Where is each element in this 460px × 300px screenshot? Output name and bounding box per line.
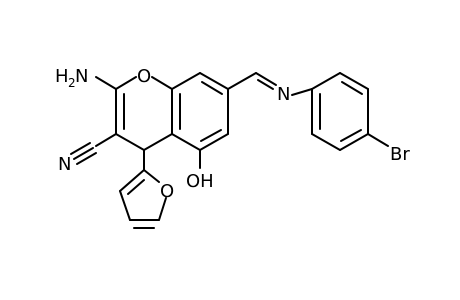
bond-fc2-fo — [143, 169, 160, 183]
bond-n-aryl — [291, 88, 313, 96]
bond-o1-c8a — [151, 76, 173, 90]
triple-bond-b — [70, 142, 91, 155]
bromine-label: Br — [390, 144, 410, 165]
bond-p4-p5-double — [340, 129, 362, 142]
nitrile-group — [70, 133, 117, 165]
imine-linker — [227, 72, 313, 96]
bond-c5-c4a — [171, 133, 201, 151]
bond-c6-c5-double — [200, 129, 222, 142]
bond-p4-p5 — [339, 133, 369, 151]
bond-c4-c4a — [143, 133, 173, 151]
bond-c3-cn — [95, 133, 117, 147]
triple-bond-c — [76, 152, 97, 165]
bond-c8a-c8 — [171, 72, 201, 90]
pyran-ring — [115, 76, 173, 151]
bond-c2-o1 — [115, 76, 137, 90]
bond-p1-p2 — [311, 72, 341, 90]
bond-c8-c7-double — [201, 81, 223, 95]
bond-c3-c4 — [115, 133, 145, 151]
amine-subscript-label: 2 — [68, 76, 76, 90]
bond-p5-p6 — [311, 133, 341, 151]
bond-fc4-fc3 — [119, 190, 131, 221]
bond-fc3-fc2-double — [127, 179, 145, 195]
bond-p2-p3 — [339, 72, 369, 90]
amine-h-label: H — [55, 66, 69, 87]
nitrile-n-label: N — [58, 154, 71, 175]
furan-ring — [119, 149, 167, 229]
atom-labels: H 2 N O N OH N O Br — [55, 66, 410, 202]
benzo-ring — [171, 72, 229, 151]
bond-p2-p3-double — [341, 81, 363, 95]
bond-c8-c7 — [199, 72, 229, 90]
bond-fo-fc5 — [158, 197, 167, 221]
imine-n-label: N — [277, 84, 290, 105]
bromophenyl-ring — [311, 72, 389, 151]
bond-ch-n-double — [257, 79, 274, 90]
bond-c6-c5 — [199, 133, 229, 151]
bond-c6-ch — [227, 72, 257, 90]
ring-oxygen-label: O — [137, 66, 151, 87]
bond-ch-n — [255, 72, 277, 86]
bond-c2-nh2 — [95, 76, 117, 90]
bond-fc3-fc2 — [119, 169, 145, 192]
hydroxyl-label: OH — [186, 171, 214, 192]
triple-bond-a — [73, 147, 94, 160]
amine-n-label: N — [75, 66, 88, 87]
furan-oxygen-label: O — [160, 181, 174, 202]
bond-p4-br — [367, 133, 389, 147]
